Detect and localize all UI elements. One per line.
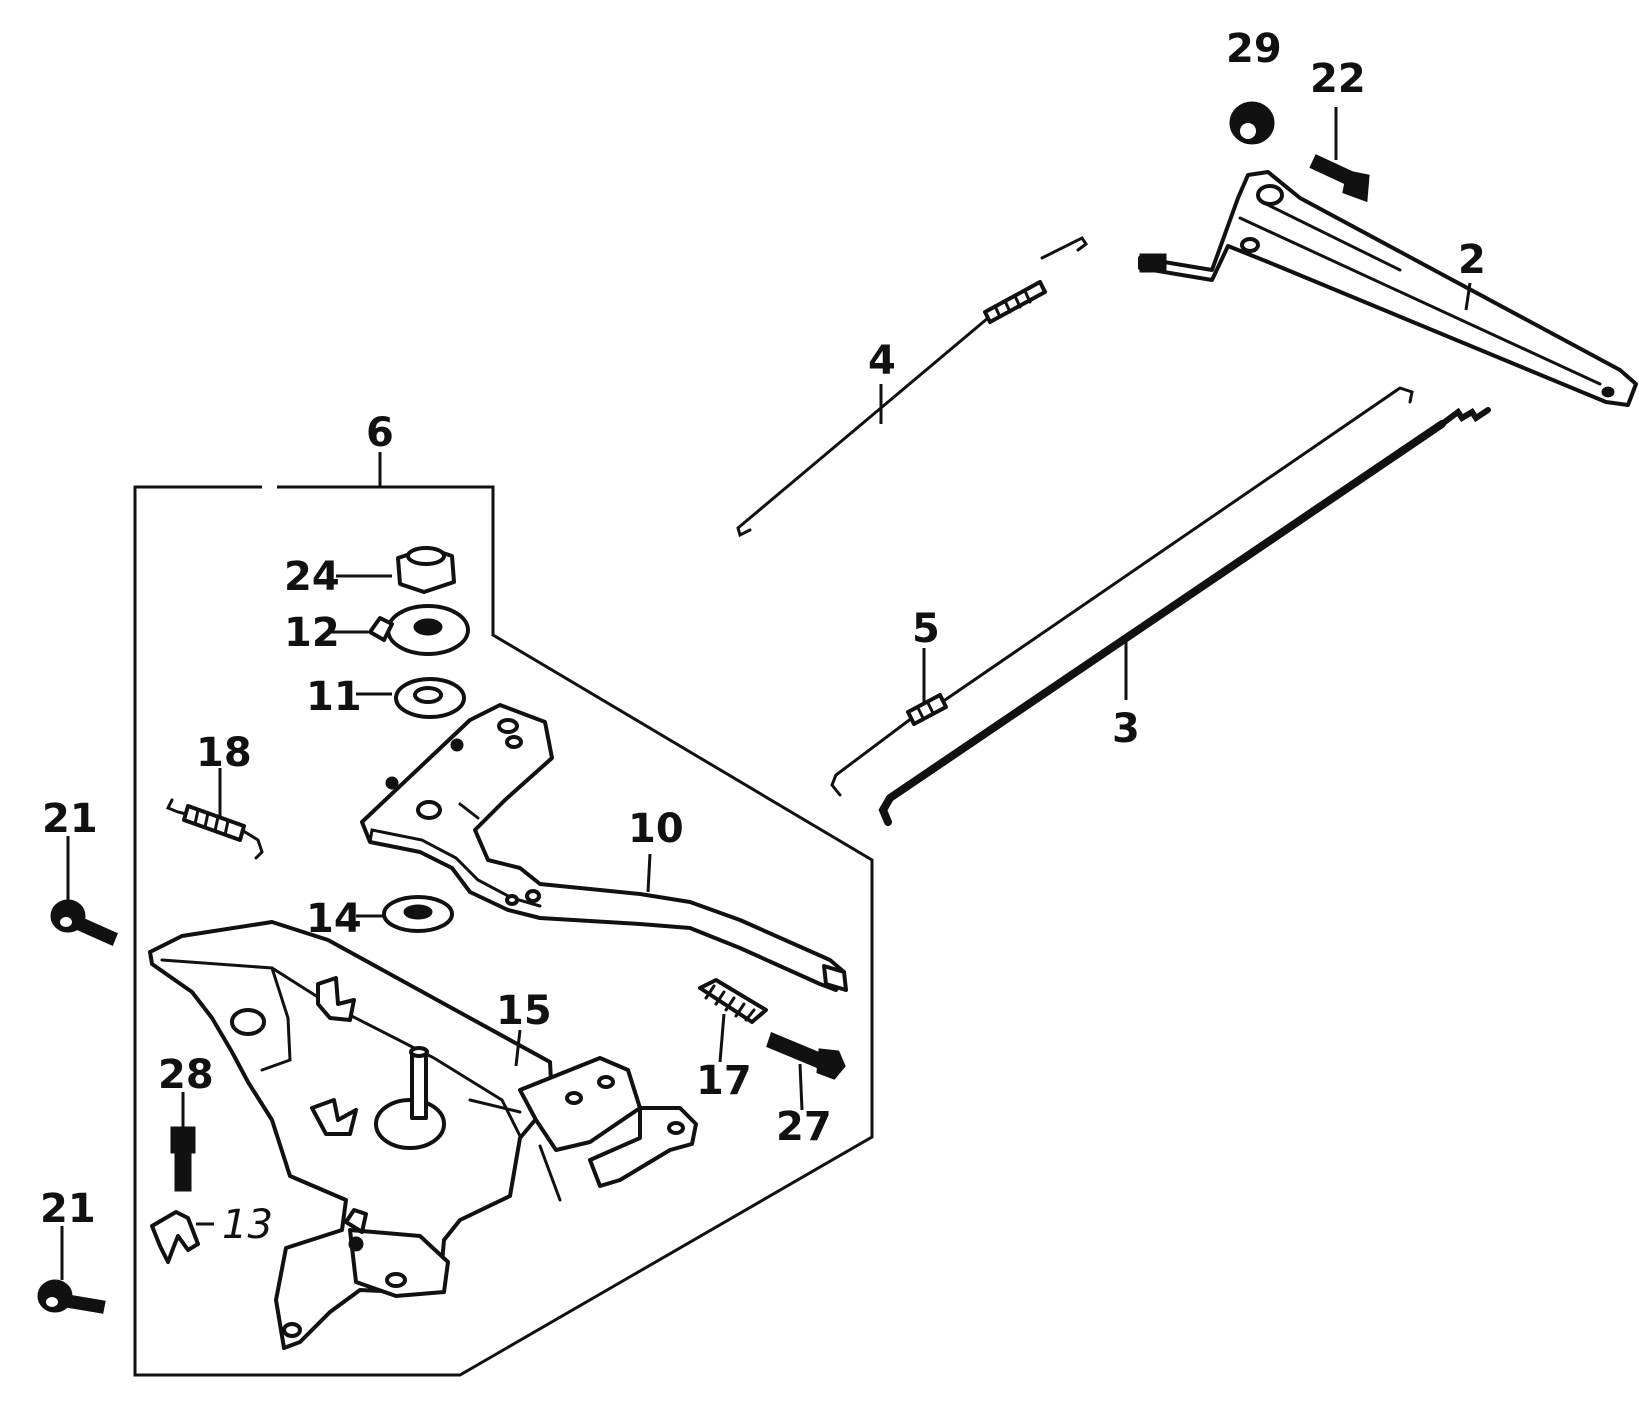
callout-21-upper: 21	[42, 796, 98, 842]
part-11-washer	[394, 677, 466, 719]
part-29-nut	[1229, 101, 1275, 145]
callout-3: 3	[1112, 706, 1140, 752]
callout-6: 6	[366, 410, 394, 456]
part-10-arm	[360, 703, 848, 992]
callout-14: 14	[306, 896, 362, 942]
part-28-bolt	[170, 1126, 196, 1192]
callout-2: 2	[1458, 237, 1486, 283]
part-4-rod-with-spring	[736, 236, 1089, 538]
callout-13: 13	[222, 1202, 273, 1248]
callout-27: 27	[776, 1104, 832, 1150]
callout-labels: 29 22 2 4 6 24 12 11 18 21 10 5 3 14 15 …	[40, 26, 1486, 1248]
part-24-nut	[396, 546, 456, 594]
callout-12: 12	[284, 610, 340, 656]
part-3-rod	[878, 407, 1491, 826]
callout-17: 17	[696, 1058, 752, 1104]
callout-28: 28	[158, 1052, 214, 1098]
part-12-washer	[368, 604, 470, 656]
part-22-screw	[1309, 154, 1370, 203]
callout-4: 4	[868, 338, 896, 384]
callout-10: 10	[628, 806, 684, 852]
callout-29: 29	[1226, 26, 1282, 72]
part-2-lever	[1138, 170, 1638, 407]
part-18-spring	[165, 798, 264, 860]
part-5-rod-with-spring	[830, 386, 1414, 797]
part-21-bolt-lower	[37, 1279, 106, 1314]
callout-11: 11	[306, 674, 362, 720]
part-13-clip	[150, 1210, 200, 1264]
leader-lines	[60, 107, 1472, 1280]
part-14-washer	[382, 895, 454, 933]
part-21-bolt-upper	[50, 899, 118, 947]
assembly-6-outline	[133, 485, 874, 1377]
callout-21-lower: 21	[40, 1186, 96, 1232]
part-15-base-plate	[148, 920, 698, 1350]
callout-18: 18	[196, 730, 252, 776]
callout-24: 24	[284, 554, 340, 600]
part-17-spring	[698, 978, 768, 1024]
callout-22: 22	[1310, 56, 1366, 102]
callout-5: 5	[912, 606, 940, 652]
callout-15: 15	[496, 988, 552, 1034]
part-27-screw	[766, 1031, 846, 1080]
